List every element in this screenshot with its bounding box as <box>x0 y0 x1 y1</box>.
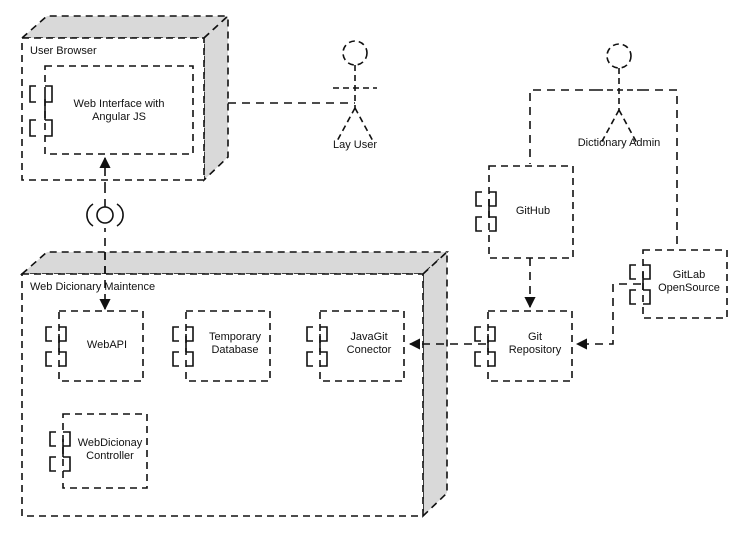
component-git-repository-box <box>487 310 573 382</box>
connector-admin-to-gitlab[interactable] <box>641 89 678 248</box>
component-temporary-database[interactable] <box>172 310 271 382</box>
component-webdicionay-controller[interactable] <box>49 413 148 489</box>
component-github[interactable] <box>475 165 574 259</box>
component-icon <box>475 191 497 232</box>
actor-left-leg <box>335 107 356 144</box>
socket-arc-right <box>116 203 124 227</box>
node-user-browser-side-face <box>203 14 229 182</box>
component-gitlab-opensource[interactable] <box>629 249 728 319</box>
node-user-browser-top-face <box>19 15 231 39</box>
component-icon <box>29 85 53 137</box>
component-webapi-box <box>58 310 144 382</box>
actor-dictionary-admin[interactable] <box>597 43 641 146</box>
actor-right-leg <box>354 107 375 144</box>
component-web-interface-angular[interactable] <box>29 65 194 155</box>
actor-head-icon <box>606 43 632 69</box>
connector-gitlab-to-git-repository[interactable] <box>575 283 641 350</box>
actor-head-icon <box>342 40 368 66</box>
socket-arc-left <box>86 203 94 227</box>
component-webdicionay-controller-box <box>62 413 148 489</box>
component-icon <box>45 326 67 367</box>
component-icon <box>629 264 651 305</box>
component-icon <box>306 326 328 367</box>
interface-ball-icon <box>96 206 114 224</box>
component-webapi[interactable] <box>45 310 144 382</box>
actor-right-leg <box>618 109 639 146</box>
actor-left-leg <box>599 109 620 146</box>
component-temporary-database-box <box>185 310 271 382</box>
actor-lay-user[interactable] <box>333 40 377 144</box>
node-maintence-side-face <box>422 250 448 518</box>
component-git-repository[interactable] <box>474 310 573 382</box>
component-javagit-conector-box <box>319 310 405 382</box>
component-icon <box>474 326 496 367</box>
component-icon <box>172 326 194 367</box>
component-icon <box>49 431 71 472</box>
node-maintence-top-face <box>19 251 450 275</box>
component-gitlab-opensource-box <box>642 249 728 319</box>
connector-admin-to-github[interactable] <box>529 89 597 164</box>
component-javagit-conector[interactable] <box>306 310 405 382</box>
component-github-box <box>488 165 574 259</box>
component-web-interface-box <box>44 65 194 155</box>
